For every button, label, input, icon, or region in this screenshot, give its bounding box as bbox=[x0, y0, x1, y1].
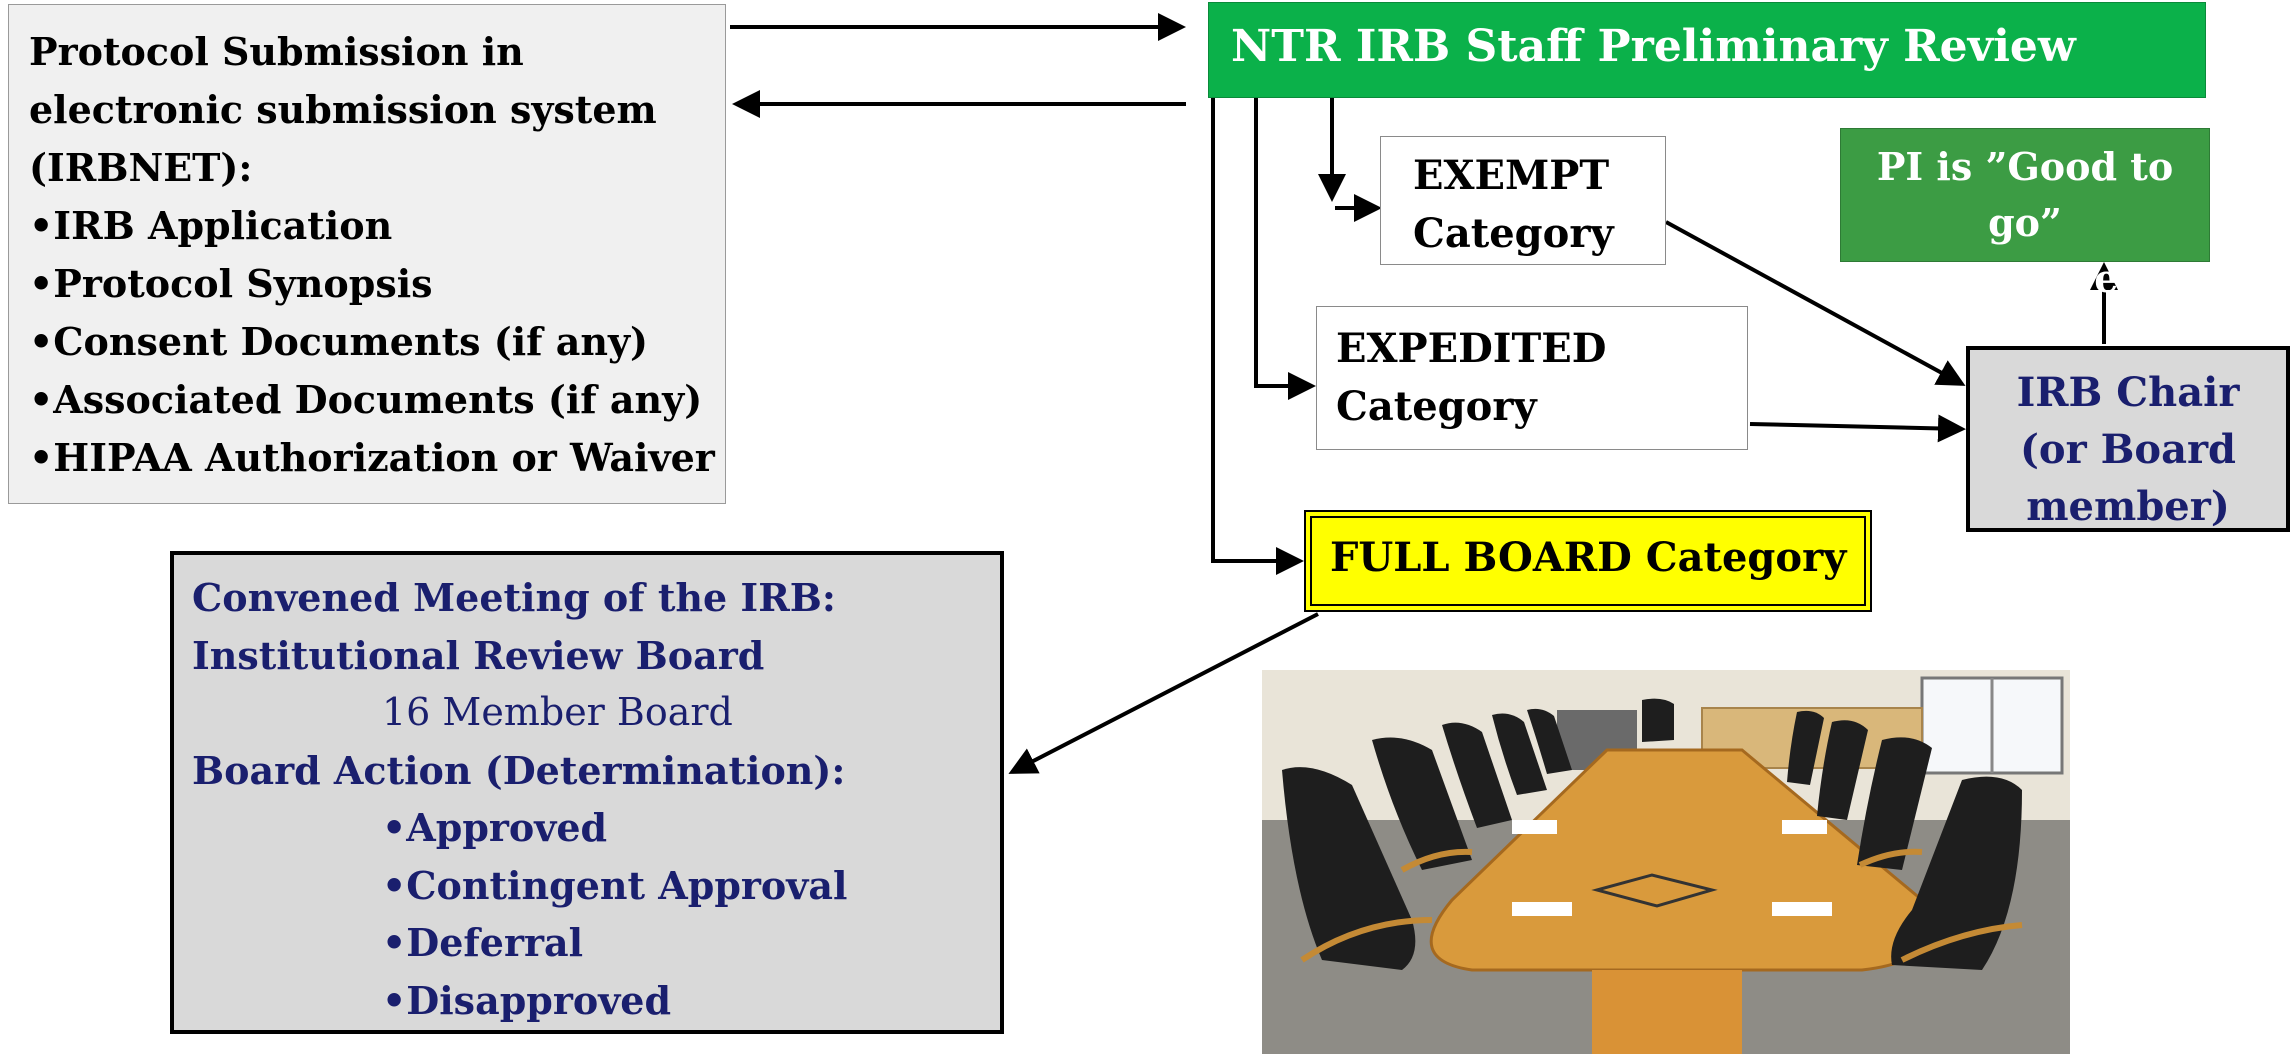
if-approved-label: (if approved) bbox=[1887, 256, 2163, 301]
conference-room-photo bbox=[1262, 670, 2070, 1054]
member-board-label: 16 Member Board bbox=[382, 690, 733, 734]
expedited-label: EXPEDITED bbox=[1336, 325, 1607, 372]
board-member-label-1: (or Board bbox=[2019, 426, 2237, 473]
institutional-review-board-label: Institutional Review Board bbox=[192, 632, 765, 678]
expedited-category-label: Category bbox=[1336, 383, 1537, 430]
board-action-item: •Disapproved bbox=[382, 977, 672, 1023]
submission-item: •HIPAA Authorization or Waiver bbox=[29, 435, 715, 480]
exempt-category-box: EXEMPT Category bbox=[1380, 136, 1666, 265]
submission-line: Protocol Submission in bbox=[29, 29, 524, 74]
preliminary-review-box: NTR IRB Staff Preliminary Review bbox=[1208, 2, 2206, 98]
good-to-go-label: PI is ”Good to go” bbox=[1876, 144, 2174, 245]
submission-line: electronic submission system bbox=[29, 87, 657, 132]
board-member-label-2: member) bbox=[2026, 483, 2230, 530]
irb-chair-box: IRB Chair (or Board member) bbox=[1966, 346, 2290, 532]
board-action-label: Board Action (Determination): bbox=[192, 747, 846, 793]
board-action-item: •Approved bbox=[382, 805, 608, 850]
arrow-exempt-to-chair bbox=[1665, 220, 1966, 386]
full-board-label: FULL BOARD Category bbox=[1330, 534, 1847, 581]
arrow-prelim-to-expedited bbox=[1254, 98, 1316, 400]
protocol-submission-box: Protocol Submission in electronic submis… bbox=[8, 4, 726, 504]
submission-line: (IRBNET): bbox=[29, 145, 253, 190]
submission-item: •IRB Application bbox=[29, 203, 393, 248]
submission-item: •Consent Documents (if any) bbox=[29, 319, 649, 364]
submission-item: •Protocol Synopsis bbox=[29, 261, 433, 306]
preliminary-review-title: NTR IRB Staff Preliminary Review bbox=[1231, 21, 2076, 72]
arrow-fullboard-to-convened bbox=[1008, 612, 1319, 774]
convened-meeting-box: Convened Meeting of the IRB: Institution… bbox=[170, 551, 1004, 1034]
good-to-go-box: PI is ”Good to go” (if approved) bbox=[1840, 128, 2210, 301]
arrow-expedited-to-chair bbox=[1749, 414, 1966, 443]
arrow-prelim-to-fullboard bbox=[1211, 98, 1304, 575]
board-action-item: •Contingent Approval bbox=[382, 862, 848, 908]
full-board-category-box: FULL BOARD Category bbox=[1304, 510, 1872, 612]
exempt-category-label: Category bbox=[1413, 210, 1614, 257]
convened-meeting-title: Convened Meeting of the IRB: bbox=[192, 575, 836, 620]
expedited-category-box: EXPEDITED Category bbox=[1316, 306, 1748, 450]
board-action-item: •Deferral bbox=[382, 920, 584, 965]
submission-item: •Associated Documents (if any) bbox=[29, 377, 703, 422]
irb-chair-label: IRB Chair bbox=[2016, 369, 2240, 416]
exempt-label: EXEMPT bbox=[1413, 152, 1610, 199]
